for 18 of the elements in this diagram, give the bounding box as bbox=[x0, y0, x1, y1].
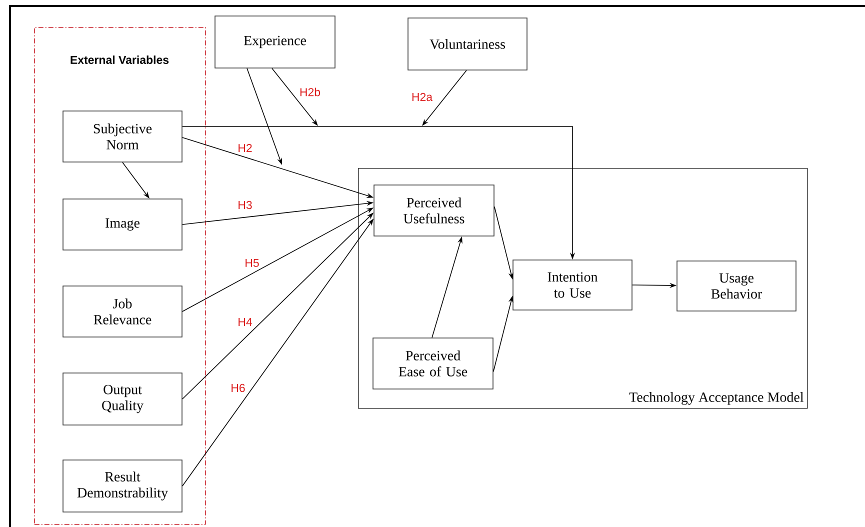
variable-box: Intention to Use bbox=[512, 260, 632, 310]
moderator-box: Experience bbox=[214, 16, 336, 68]
edge-label: H3 bbox=[236, 200, 254, 210]
variable-box: Job Relevance bbox=[62, 286, 182, 338]
variable-box: Image bbox=[62, 198, 182, 250]
variable-box: Output Quality bbox=[62, 372, 182, 426]
edge-label: H4 bbox=[236, 317, 254, 327]
variable-box: Perceived Ease of Use bbox=[372, 338, 494, 390]
edge-label: H6 bbox=[230, 382, 246, 394]
variable-box: Usage Behavior bbox=[676, 260, 796, 312]
edge-label: H2a bbox=[410, 92, 434, 102]
edge-label: H2b bbox=[298, 86, 322, 98]
variable-box: Subjective Norm bbox=[62, 110, 182, 162]
moderator-box: Voluntariness bbox=[408, 18, 528, 70]
edge-label: H2 bbox=[236, 142, 254, 154]
variable-box: Perceived Usefulness bbox=[374, 184, 494, 236]
edge-label: H5 bbox=[244, 258, 260, 268]
variable-box: Result Demonstrability bbox=[62, 460, 182, 512]
